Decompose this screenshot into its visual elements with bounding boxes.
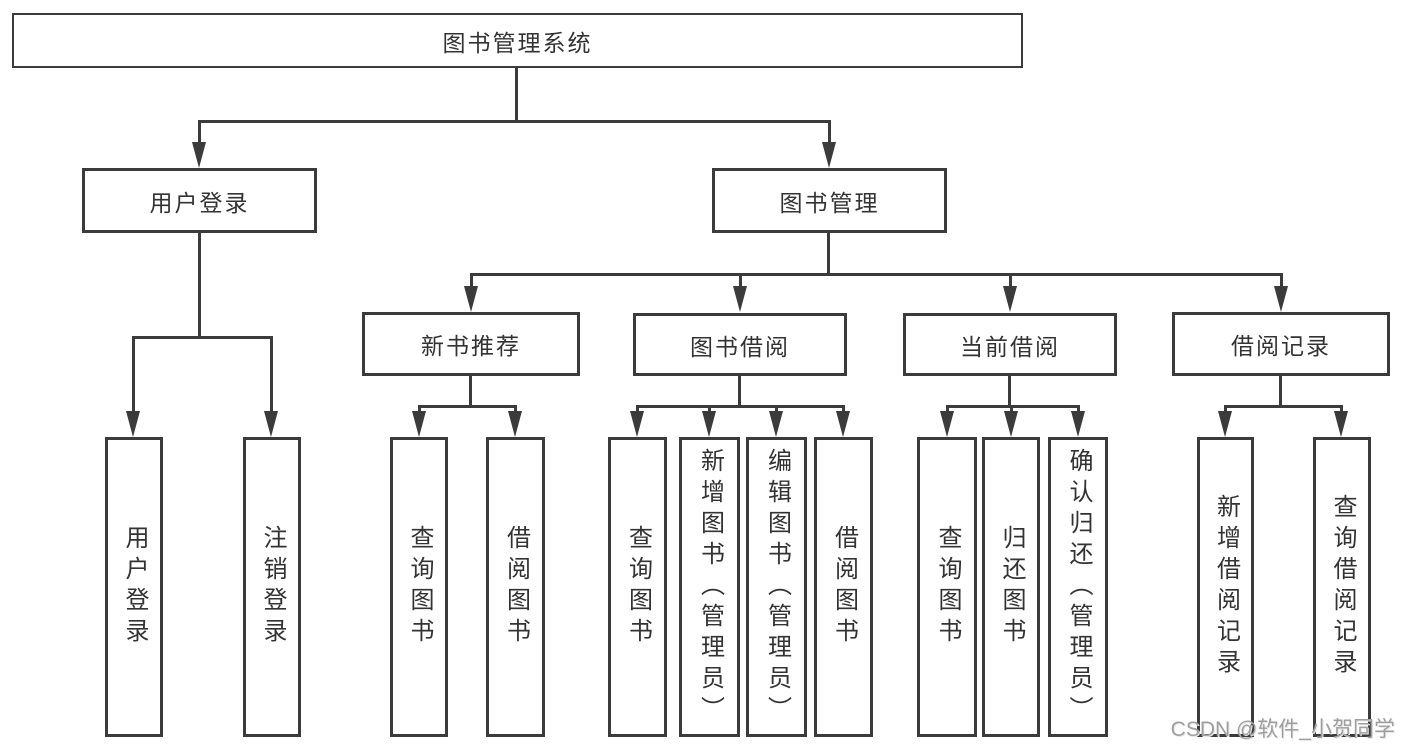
arrowhead-down-icon xyxy=(1274,286,1288,312)
arrowhead-down-icon xyxy=(126,411,140,437)
connector-hline xyxy=(470,273,1283,276)
arrowhead-down-icon xyxy=(836,411,850,437)
connector-hline xyxy=(946,405,1080,408)
leaf-add-borrow-record: 新增借阅记录 xyxy=(1197,437,1254,737)
connector-vline xyxy=(775,406,778,413)
node-label: 新增图书（管理员） xyxy=(696,447,724,727)
connector-vline xyxy=(198,121,201,144)
node-book-borrowing: 图书借阅 xyxy=(633,313,847,376)
node-label: 查询图书 xyxy=(406,525,433,649)
node-label: 借阅图书 xyxy=(830,525,858,649)
node-label: 注销登录 xyxy=(259,525,286,649)
connector-vline xyxy=(828,121,831,144)
node-book-management: 图书管理 xyxy=(712,168,947,233)
node-label: 用户登录 xyxy=(149,189,250,216)
connector-vline xyxy=(270,337,273,413)
node-label: 新增借阅记录 xyxy=(1212,494,1240,680)
connector-vline xyxy=(1077,406,1080,413)
connector-hline xyxy=(418,405,517,408)
node-label: 查询图书 xyxy=(934,525,961,649)
connector-hline xyxy=(1224,405,1343,408)
connector-vline xyxy=(1279,376,1282,407)
connector-vline xyxy=(514,406,517,413)
node-label: 当前借阅 xyxy=(960,333,1060,360)
arrowhead-down-icon xyxy=(1218,411,1232,437)
leaf-confirm-return-admin: 确认归还（管理员） xyxy=(1048,437,1108,737)
leaf-edit-books-admin: 编辑图书（管理员） xyxy=(746,437,807,737)
connector-vline xyxy=(470,274,473,289)
node-new-book-recommendation: 新书推荐 xyxy=(362,312,580,376)
arrowhead-down-icon xyxy=(733,286,747,312)
connector-vline xyxy=(1008,376,1011,407)
leaf-borrow-books: 借阅图书 xyxy=(814,437,873,737)
connector-vline xyxy=(739,274,742,289)
connector-hline xyxy=(198,120,831,123)
node-label: 新书推荐 xyxy=(421,333,521,359)
leaf-return-books: 归还图书 xyxy=(982,437,1040,737)
connector-vline xyxy=(842,406,845,413)
arrowhead-down-icon xyxy=(1071,411,1085,437)
arrowhead-down-icon xyxy=(940,411,954,437)
node-label: 借阅记录 xyxy=(1231,333,1331,359)
connector-vline xyxy=(198,233,201,339)
connector-vline xyxy=(515,68,518,123)
node-label: 图书管理 xyxy=(779,189,880,216)
arrowhead-down-icon xyxy=(822,142,836,168)
arrowhead-down-icon xyxy=(192,142,206,168)
leaf-logout: 注销登录 xyxy=(243,437,301,737)
node-label: 查询借阅记录 xyxy=(1329,494,1356,680)
connector-vline xyxy=(1009,274,1012,289)
leaf-query-books-recommend: 查询图书 xyxy=(390,437,448,737)
connector-vline xyxy=(636,406,639,413)
arrowhead-down-icon xyxy=(769,411,783,437)
node-library-management-system: 图书管理系统 xyxy=(12,13,1023,68)
node-label: 图书管理系统 xyxy=(442,29,593,56)
arrowhead-down-icon xyxy=(264,411,278,437)
arrowhead-down-icon xyxy=(702,411,716,437)
connector-vline xyxy=(1224,406,1227,413)
arrowhead-down-icon xyxy=(508,411,522,437)
node-label: 编辑图书（管理员） xyxy=(763,447,791,727)
arrowhead-down-icon xyxy=(412,411,426,437)
connector-hline xyxy=(636,405,845,408)
leaf-user-login: 用户登录 xyxy=(105,437,163,737)
node-user-login: 用户登录 xyxy=(82,168,317,233)
node-label: 用户登录 xyxy=(121,525,148,649)
connector-hline xyxy=(132,336,273,339)
node-label: 查询图书 xyxy=(624,525,652,649)
leaf-query-borrow-record: 查询借阅记录 xyxy=(1313,437,1371,737)
node-borrowing-records: 借阅记录 xyxy=(1172,312,1390,376)
connector-vline xyxy=(469,376,472,407)
leaf-add-books-admin: 新增图书（管理员） xyxy=(679,437,740,737)
node-label: 借阅图书 xyxy=(502,525,530,649)
arrowhead-down-icon xyxy=(1004,411,1018,437)
node-label: 确认归还（管理员） xyxy=(1065,447,1092,727)
leaf-query-books-borrowing: 查询图书 xyxy=(608,437,667,737)
arrowhead-down-icon xyxy=(1003,286,1017,312)
connector-vline xyxy=(1280,274,1283,289)
connector-vline xyxy=(418,406,421,413)
connector-vline xyxy=(946,406,949,413)
csdn-watermark: CSDN @软件_小贺同学 xyxy=(1170,718,1395,741)
connector-vline xyxy=(132,337,135,413)
connector-vline xyxy=(1010,406,1013,413)
arrowhead-down-icon xyxy=(630,411,644,437)
connector-vline xyxy=(738,376,741,407)
leaf-borrow-books-recommend: 借阅图书 xyxy=(486,437,545,737)
arrowhead-down-icon xyxy=(464,286,478,312)
leaf-query-books-current: 查询图书 xyxy=(917,437,977,737)
connector-vline xyxy=(708,406,711,413)
connector-vline xyxy=(827,233,830,275)
node-label: 图书借阅 xyxy=(690,333,790,360)
node-current-borrowing: 当前借阅 xyxy=(903,313,1117,376)
arrowhead-down-icon xyxy=(1334,411,1348,437)
connector-vline xyxy=(1340,406,1343,413)
node-label: 归还图书 xyxy=(998,525,1025,649)
